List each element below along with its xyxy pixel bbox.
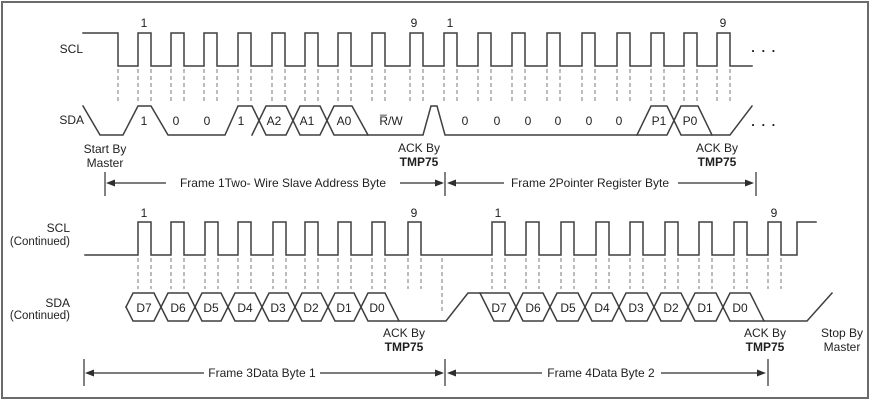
ack-device-label: TMP75 — [698, 155, 737, 169]
bit-label: D3 — [628, 301, 644, 315]
arrowhead-right — [757, 369, 766, 377]
continuation-dots-scl: . . . — [751, 40, 777, 55]
frame-desc: Data Byte 1 — [253, 366, 316, 380]
frame-name: Frame 1 — [180, 176, 225, 190]
bit-label: D4 — [237, 301, 253, 315]
bit-label: 0 — [204, 114, 211, 128]
bit-label: D6 — [525, 301, 541, 315]
bit-label: 0 — [173, 114, 180, 128]
frame-desc: Data Byte 2 — [592, 366, 655, 380]
frame-desc: Two- Wire Slave Address Byte — [225, 176, 387, 190]
ack-device-label: TMP75 — [400, 155, 439, 169]
frame-caption-frame3: Frame 3Data Byte 1 — [208, 366, 316, 380]
ack-label: ACK By — [744, 326, 786, 340]
clock-number: 9 — [720, 16, 727, 30]
bit-label: 1 — [141, 114, 148, 128]
sda-continued-label: (Continued) — [10, 310, 70, 322]
ack-device-label: TMP75 — [746, 340, 785, 354]
arrowhead-left — [85, 369, 94, 377]
start-by-master-label: Master — [87, 156, 124, 170]
frame-caption-frame1: Frame 1Two- Wire Slave Address Byte — [180, 176, 386, 190]
bit-label: D7 — [136, 301, 152, 315]
sda-label-top: SDA — [59, 113, 84, 127]
sda-waveform-bottom — [124, 291, 834, 322]
clock-number: 1 — [141, 206, 148, 220]
clock-number: 9 — [411, 206, 418, 220]
bit-label: D0 — [369, 301, 385, 315]
frame-name: Frame 3 — [208, 366, 253, 380]
stop-by-master-label: Stop By — [821, 326, 863, 340]
bit-label: 0 — [494, 114, 501, 128]
frame-span-arrows-top — [104, 172, 757, 196]
scl-label-bottom: SCL — [47, 221, 71, 235]
bit-label: 0 — [525, 114, 532, 128]
clock-number: 1 — [495, 206, 502, 220]
bit-label: D2 — [663, 301, 679, 315]
scl-waveform-bottom — [84, 221, 817, 256]
frame-name: Frame 2 — [511, 176, 556, 190]
bit-label: 1 — [238, 114, 245, 128]
sda-waveform-bottom-frame3-hexagons — [124, 292, 401, 323]
bit-label: D1 — [697, 301, 713, 315]
sda-waveform-bottom-frame4-hexagons — [479, 292, 765, 322]
bit-label: D7 — [491, 301, 507, 315]
bit-label: A1 — [300, 114, 315, 128]
bit-label: D3 — [270, 301, 286, 315]
bit-label: A2 — [267, 114, 282, 128]
arrowhead-left — [447, 369, 456, 377]
bit-label: 0 — [555, 114, 562, 128]
sda-label-bottom: SDA — [45, 296, 70, 310]
ack-label: ACK By — [383, 326, 425, 340]
sda-waveform-top-pointer-hexagons — [636, 105, 714, 137]
bit-label-read-write: R̅/W — [379, 114, 403, 128]
clock-edge-dashes-top — [117, 69, 731, 103]
bit-label: 0 — [586, 114, 593, 128]
frame-desc: Pointer Register Byte — [556, 176, 670, 190]
clock-number: 1 — [447, 16, 454, 30]
frame-caption-frame4: Frame 4Data Byte 2 — [547, 366, 655, 380]
arrowhead-right — [435, 369, 444, 377]
scl-continued-label: (Continued) — [10, 236, 70, 248]
bit-label: D6 — [170, 301, 186, 315]
ack-label: ACK By — [696, 141, 738, 155]
sda-waveform-top — [81, 104, 754, 136]
ack-label: ACK By — [398, 141, 440, 155]
clock-number: 9 — [771, 206, 778, 220]
start-by-master-label: Start By — [84, 142, 127, 156]
scl-label-top: SCL — [60, 42, 84, 56]
frame-name: Frame 4 — [547, 366, 592, 380]
frame-caption-frame2: Frame 2Pointer Register Byte — [511, 176, 669, 190]
bit-label: P0 — [683, 114, 698, 128]
clock-edge-dashes-bottom — [137, 258, 782, 314]
bit-label: D5 — [203, 301, 219, 315]
bit-label: D0 — [732, 301, 748, 315]
arrowhead-right — [435, 179, 444, 187]
scl-waveform-top — [82, 32, 753, 67]
frame-span-arrows-bottom — [83, 359, 769, 386]
arrowhead-left — [106, 179, 115, 187]
bit-label: D4 — [594, 301, 610, 315]
sda-waveform-top-addr-hexagons — [250, 105, 370, 137]
clock-number: 9 — [411, 16, 418, 30]
ack-device-label: TMP75 — [385, 340, 424, 354]
arrowhead-right — [745, 179, 754, 187]
bit-label: D2 — [303, 301, 319, 315]
bit-label: 0 — [616, 114, 623, 128]
bit-label: A0 — [337, 114, 352, 128]
bit-label: P1 — [652, 114, 667, 128]
stop-by-master-label: Master — [824, 340, 861, 354]
clock-number: 1 — [141, 16, 148, 30]
bit-label: D5 — [560, 301, 576, 315]
bit-label: 0 — [462, 114, 469, 128]
continuation-dots-sda: . . . — [751, 114, 777, 129]
arrowhead-left — [447, 179, 456, 187]
bit-label: D1 — [336, 301, 352, 315]
